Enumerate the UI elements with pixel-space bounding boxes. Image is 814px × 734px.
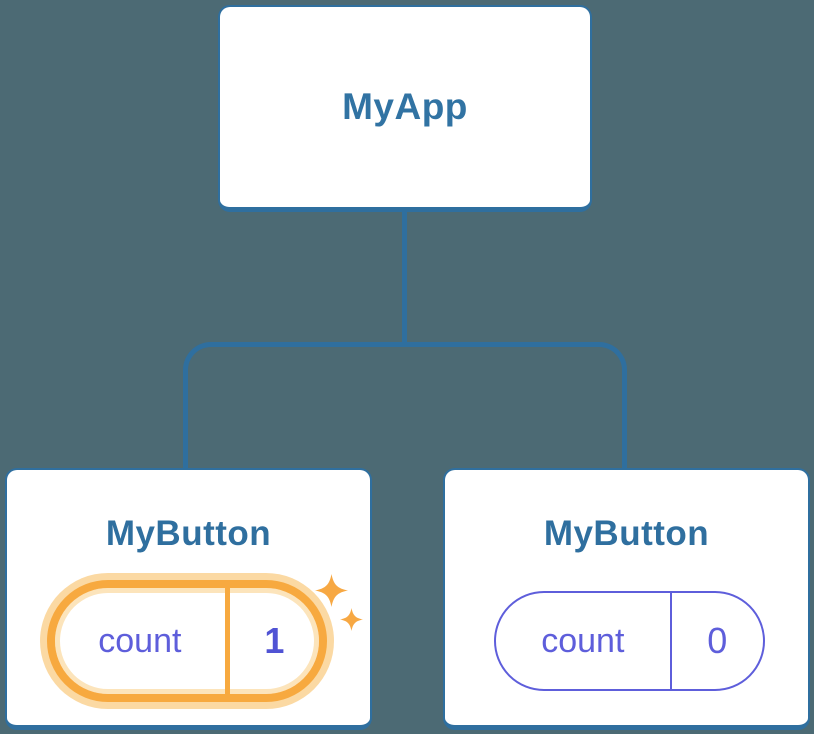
connector-branch-bracket <box>183 342 627 468</box>
sparkle-icon <box>315 574 348 607</box>
state-name-label: count <box>541 621 625 660</box>
connector-root-drop-line <box>402 212 407 345</box>
node-mybutton-1: MyButton count 1 <box>5 468 372 730</box>
pill-divider <box>669 593 672 689</box>
sparkle-icon-small <box>340 608 363 631</box>
node-mybutton-1-title: MyButton <box>105 514 272 553</box>
node-mybutton-2-title: MyButton <box>543 514 710 553</box>
state-pill-highlighted: count 1 <box>47 574 363 702</box>
state-name-label: count <box>98 621 182 660</box>
state-value: 0 <box>707 620 728 661</box>
state-pill-plain: count 0 <box>494 591 765 691</box>
node-myapp-title: MyApp <box>342 86 468 127</box>
node-myapp: MyApp <box>218 5 592 212</box>
state-value: 1 <box>264 620 285 661</box>
node-mybutton-2: MyButton count 0 <box>443 468 810 730</box>
pill-divider <box>224 588 230 694</box>
